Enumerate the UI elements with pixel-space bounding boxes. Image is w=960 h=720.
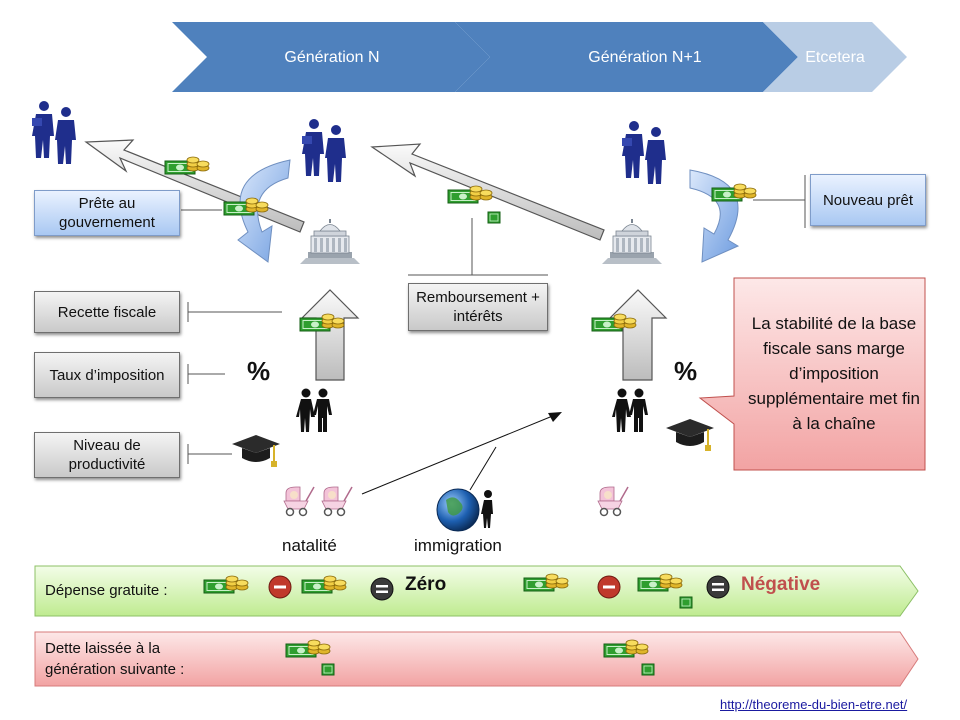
summary-bands: [34, 565, 919, 687]
band-dette: [34, 631, 919, 687]
businessmen-icon: [32, 101, 76, 164]
immigration-label: immigration: [414, 536, 502, 555]
equals-icon: [706, 575, 730, 599]
money-icon: [487, 211, 501, 224]
tax-up-arrow-n: [300, 289, 360, 381]
percent-symbol-n1: %: [674, 356, 698, 386]
gen-n-label: Génération N: [284, 49, 379, 66]
graduation-cap-icon: [231, 434, 281, 468]
depense-label: Dépense gratuite :: [45, 582, 168, 599]
recette-box: Recette fiscale: [34, 291, 180, 333]
couple-icon: [296, 388, 332, 432]
gen-n1-label: Génération N+1: [588, 49, 702, 66]
result-zero: Zéro: [405, 574, 447, 595]
source-url-link[interactable]: http://theoreme-du-bien-etre.net/: [720, 697, 908, 712]
curved-arrow-n: [237, 159, 291, 263]
equals-icon: [370, 577, 394, 601]
flow-diagram: [32, 101, 806, 532]
person-icon: [481, 490, 493, 528]
money-icon: [641, 663, 655, 676]
result-negative: Négative: [741, 574, 821, 595]
dette-label: Dette laissée à la génération suivante :: [45, 640, 185, 678]
taux-box: Taux d’imposition: [34, 352, 180, 398]
prete-box: Prête au gouvernement: [34, 190, 180, 236]
stability-callout-shape: [698, 277, 926, 471]
chevron-generation-n: [172, 22, 490, 92]
productivite-box: Niveau de productivité: [34, 432, 180, 478]
chevron-etcetera: [763, 22, 907, 92]
chevron-generation-n1: [455, 22, 798, 92]
band-depense: [34, 565, 919, 617]
money-icon: [679, 596, 693, 609]
tax-up-arrow-n1: [608, 289, 668, 381]
businessmen-icon: [302, 119, 346, 182]
bank-icon: [299, 218, 361, 265]
minus-icon: [597, 575, 621, 599]
etcetera-label: Etcetera: [805, 49, 865, 66]
baby-stroller-icon: [597, 486, 629, 517]
money-icon: [165, 157, 209, 174]
baby-stroller-icon: [321, 486, 353, 517]
demography-arrow: [361, 414, 556, 495]
remboursement-box: Remboursement + intérêts: [408, 283, 548, 331]
generation-header: Génération N Génération N+1 Etcetera: [172, 22, 907, 92]
businessmen-icon: [622, 121, 666, 184]
percent-symbol-n: %: [247, 356, 271, 386]
curved-arrow-n1: [689, 169, 740, 263]
natalite-label: natalité: [282, 536, 337, 555]
minus-icon: [268, 575, 292, 599]
bank-icon: [601, 218, 663, 265]
money-icon: [321, 663, 335, 676]
stability-callout: La stabilité de la base fiscale sans mar…: [748, 313, 920, 433]
couple-icon: [612, 388, 648, 432]
nouveau-pret-box: Nouveau prêt: [810, 174, 926, 226]
baby-stroller-icon: [283, 486, 315, 517]
